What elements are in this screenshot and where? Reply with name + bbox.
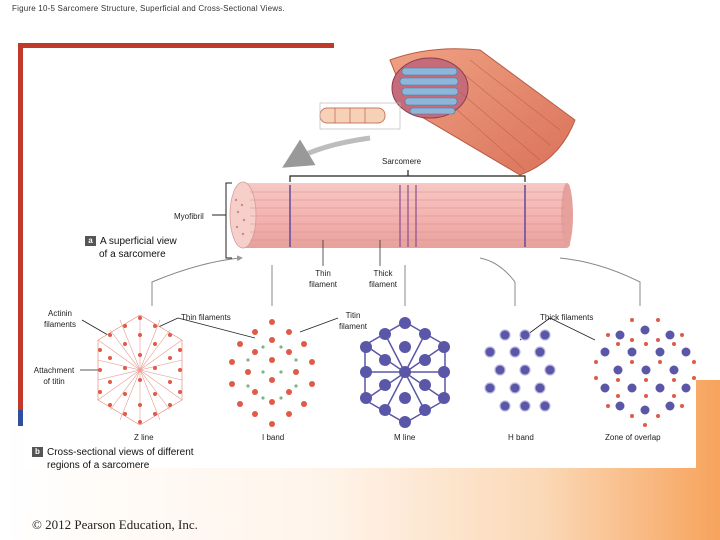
zone-of-overlap-label: Zone of overlap	[605, 433, 661, 442]
sarcomere-label: Sarcomere	[382, 157, 422, 166]
frame-left-bar	[18, 43, 23, 423]
m-line-label: M line	[394, 433, 416, 442]
i-band-cross-section	[229, 319, 315, 427]
section-arrows	[151, 255, 641, 306]
caption-a-line2: of a sarcomere	[99, 249, 166, 260]
copyright-notice: © 2012 Pearson Education, Inc.	[32, 517, 198, 532]
thick-filaments-label: Thick filaments	[540, 313, 594, 322]
m-line-cross-section	[360, 317, 450, 428]
caption-b: b Cross-sectional views of different regi…	[32, 446, 194, 472]
caption-b-line1: Cross-sectional views of different	[47, 447, 194, 458]
caption-a-line1: A superficial view	[100, 236, 177, 247]
caption-b-badge: b	[32, 447, 43, 457]
frame-top-bar	[18, 43, 334, 48]
caption-b-line2: regions of a sarcomere	[47, 460, 150, 471]
caption-a: a A superficial view of a sarcomere	[85, 235, 177, 261]
sarcomere-bracket	[289, 170, 526, 182]
h-band-label: H band	[508, 433, 534, 442]
figure-title: Figure 10-5 Sarcomere Structure, Superfi…	[12, 4, 285, 13]
myofibril-end-dots	[234, 198, 246, 236]
myofibril-cylinder	[229, 181, 573, 249]
myofibril-bracket	[212, 182, 232, 259]
muscle-fiber-illustration	[282, 48, 576, 176]
z-line-label: Z line	[134, 433, 154, 442]
thin-filaments-label: Thin filaments	[181, 313, 231, 322]
filament-pointers	[322, 240, 381, 266]
caption-a-badge: a	[85, 236, 96, 246]
i-band-label: I band	[262, 433, 285, 442]
frame-left-accent	[18, 410, 23, 426]
h-band-cross-section	[484, 329, 556, 412]
myofibril-label: Myofibril	[174, 212, 204, 221]
zone-of-overlap-cross-section	[594, 318, 696, 427]
z-line-cross-section	[97, 314, 183, 426]
